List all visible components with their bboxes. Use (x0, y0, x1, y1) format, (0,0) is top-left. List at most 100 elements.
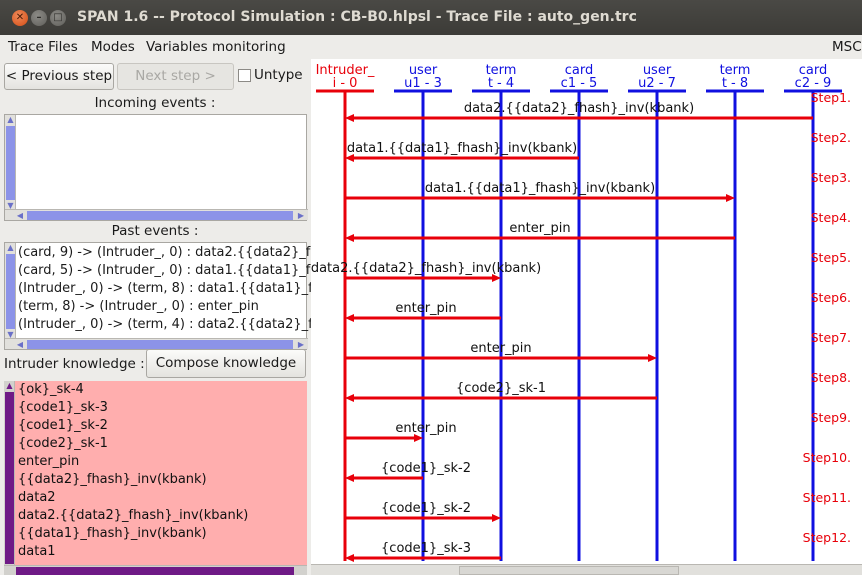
scroll-up-icon[interactable]: ▲ (6, 381, 13, 390)
menu-modes[interactable]: Modes (91, 39, 135, 55)
message-label: {code1}_sk-3 (381, 541, 471, 556)
agent-name-label: user (409, 63, 438, 78)
maximize-window-icon[interactable]: □ (50, 10, 66, 26)
knowledge-item[interactable]: {code1}_sk-3 (18, 400, 108, 415)
step-label: Step4. (811, 210, 851, 225)
msc-horizontal-scrollbar[interactable] (311, 564, 862, 575)
arrowhead-icon (345, 474, 354, 482)
message-label: enter_pin (509, 221, 570, 236)
incoming-horizontal-scrollbar[interactable]: ◀ ▶ (5, 209, 308, 220)
message-label: data2.{{data2}_fhash}_inv(kbank) (311, 261, 541, 276)
agent-name-label: card (799, 63, 827, 78)
agent-name-label: term (486, 63, 517, 78)
minimize-window-icon[interactable]: – (31, 10, 47, 26)
knowledge-item[interactable]: data1 (18, 544, 56, 559)
past-vertical-scrollbar[interactable]: ▲ ▼ (5, 243, 16, 340)
knowledge-item[interactable]: enter_pin (18, 454, 80, 469)
untype-checkbox[interactable] (238, 69, 251, 82)
scroll-up-icon[interactable]: ▲ (7, 243, 14, 252)
scroll-left-icon[interactable]: ◀ (16, 211, 24, 220)
knowledge-item[interactable]: {ok}_sk-4 (18, 382, 84, 397)
scroll-thumb[interactable] (6, 254, 15, 329)
arrowhead-icon (345, 114, 354, 122)
intruder-knowledge-label: Intruder knowledge : (4, 356, 145, 372)
knowledge-item[interactable]: {{data2}_fhash}_inv(kbank) (18, 472, 207, 487)
past-events-title: Past events : (111, 223, 199, 239)
scroll-up-icon[interactable]: ▲ (7, 115, 14, 124)
incoming-vertical-scrollbar[interactable]: ▲ ▼ (5, 115, 16, 211)
knowledge-item[interactable]: data2.{{data2}_fhash}_inv(kbank) (18, 508, 249, 523)
menu-trace-files[interactable]: Trace Files (8, 39, 78, 55)
step-label: Step2. (811, 130, 851, 145)
scroll-right-icon[interactable]: ▶ (297, 340, 305, 349)
previous-step-button[interactable]: < Previous step (4, 63, 114, 90)
knowledge-item[interactable]: {code2}_sk-1 (18, 436, 108, 451)
message-label: {code1}_sk-2 (381, 461, 471, 476)
agent-id-label: c1 - 5 (561, 76, 598, 91)
past-event-row[interactable]: (Intruder_, 0) -> (term, 8) : data1.{{da… (18, 281, 313, 296)
message-label: enter_pin (395, 301, 456, 316)
scroll-down-icon[interactable]: ▼ (7, 201, 14, 210)
arrowhead-icon (345, 234, 354, 242)
close-window-icon[interactable]: ✕ (12, 10, 28, 26)
step-label: Step3. (811, 170, 851, 185)
arrowhead-icon (414, 434, 423, 442)
scroll-right-icon[interactable]: ▶ (297, 211, 305, 220)
message-label: data1.{{data1}_fhash}_inv(kbank) (347, 141, 577, 156)
knowledge-item[interactable]: data2 (18, 490, 56, 505)
message-label: data1.{{data1}_fhash}_inv(kbank) (425, 181, 655, 196)
past-event-row[interactable]: (term, 8) -> (Intruder_, 0) : enter_pin (18, 299, 259, 314)
agent-id-label: u1 - 3 (404, 76, 442, 91)
step-label: Step7. (811, 330, 851, 345)
arrowhead-icon (345, 154, 354, 162)
title-bar: ✕ – □ SPAN 1.6 -- Protocol Simulation : … (0, 0, 862, 35)
step-label: Step5. (811, 250, 851, 265)
knowledge-item[interactable]: {{data1}_fhash}_inv(kbank) (18, 526, 207, 541)
past-horizontal-scrollbar[interactable]: ◀ ▶ (5, 338, 308, 349)
scroll-thumb[interactable] (459, 566, 679, 575)
arrowhead-icon (345, 314, 354, 322)
past-event-row[interactable]: (card, 9) -> (Intruder_, 0) : data2.{{da… (18, 245, 311, 260)
knowledge-vertical-scrollbar[interactable]: ▲ (4, 381, 15, 575)
scroll-down-icon[interactable]: ▼ (7, 330, 14, 339)
step-label: Step8. (811, 370, 851, 385)
menu-variables-monitoring[interactable]: Variables monitoring (146, 39, 286, 55)
compose-knowledge-button[interactable]: Compose knowledge (146, 349, 306, 378)
msc-label: MSC (832, 39, 862, 55)
past-event-row[interactable]: (card, 5) -> (Intruder_, 0) : data1.{{da… (18, 263, 311, 278)
agent-id-label: t - 8 (722, 76, 748, 91)
left-panel: < Previous step Next step > Untype Incom… (0, 59, 313, 575)
untype-label: Untype (254, 67, 303, 83)
scroll-thumb[interactable] (16, 567, 294, 575)
step-label: Step6. (811, 290, 851, 305)
step-label: Step12. (803, 530, 851, 545)
scroll-thumb[interactable] (27, 340, 293, 349)
next-step-button[interactable]: Next step > (117, 63, 234, 90)
agent-name-label: term (720, 63, 751, 78)
intruder-knowledge-list[interactable]: ▲ {ok}_sk-4 {code1}_sk-3 {code1}_sk-2 {c… (4, 381, 307, 575)
scroll-thumb[interactable] (5, 392, 14, 564)
past-events-list[interactable]: ▲ ▼ (card, 9) -> (Intruder_, 0) : data2.… (4, 242, 313, 350)
arrowhead-icon (492, 274, 501, 282)
agent-name-label: user (643, 63, 672, 78)
incoming-events-title: Incoming events : (94, 95, 216, 111)
arrowhead-icon (492, 514, 501, 522)
agent-id-label: i - 0 (333, 76, 358, 91)
past-event-row[interactable]: (Intruder_, 0) -> (term, 4) : data2.{{da… (18, 317, 313, 332)
step-label: Step9. (811, 410, 851, 425)
knowledge-horizontal-scrollbar[interactable] (4, 565, 307, 575)
arrowhead-icon (648, 354, 657, 362)
arrowhead-icon (345, 554, 354, 562)
agent-id-label: t - 4 (488, 76, 514, 91)
message-label: data2.{{data2}_fhash}_inv(kbank) (464, 101, 694, 116)
message-label: {code1}_sk-2 (381, 501, 471, 516)
scroll-thumb[interactable] (27, 211, 293, 220)
window-title: SPAN 1.6 -- Protocol Simulation : CB-B0.… (77, 9, 637, 25)
scroll-thumb[interactable] (6, 126, 15, 200)
knowledge-item[interactable]: {code1}_sk-2 (18, 418, 108, 433)
step-label: Step1. (811, 90, 851, 105)
incoming-events-list[interactable]: ▲ ▼ ◀ ▶ (4, 114, 308, 221)
scroll-left-icon[interactable]: ◀ (16, 340, 24, 349)
